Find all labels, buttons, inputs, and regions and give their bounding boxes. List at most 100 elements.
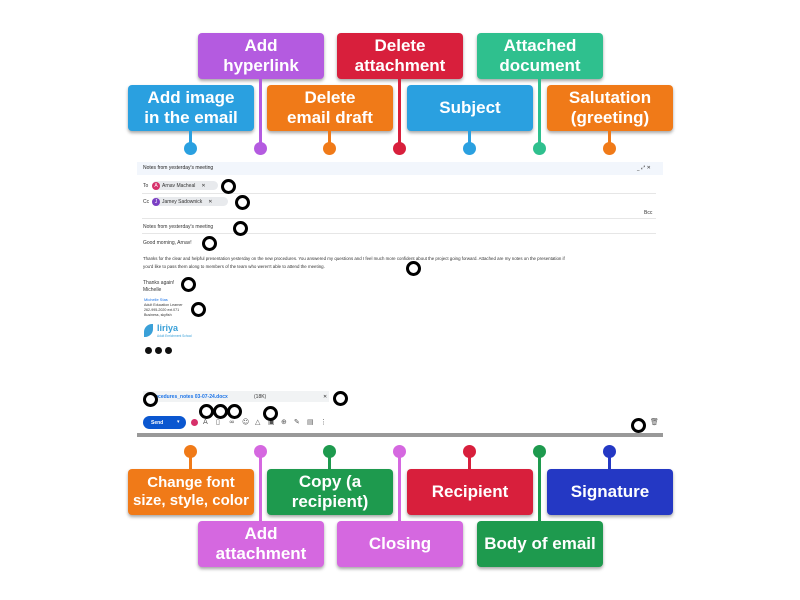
- pin-recipient: [468, 455, 471, 469]
- label-attached-document: Attached document: [477, 33, 603, 79]
- dot-delete-draft[interactable]: [323, 142, 336, 155]
- marker-salutation[interactable]: [202, 236, 217, 251]
- pin-add-hyperlink: [259, 79, 262, 147]
- pin-delete-attachment: [398, 79, 401, 147]
- marker-add-hyperlink[interactable]: [227, 404, 242, 419]
- marker-body[interactable]: [406, 261, 421, 276]
- formatting-options-icon[interactable]: A: [203, 418, 208, 426]
- marker-add-attachment[interactable]: [213, 404, 228, 419]
- label-copy-recipient: Copy (a recipient): [267, 469, 393, 515]
- marker-delete-draft[interactable]: [631, 418, 646, 433]
- dot-attached-document[interactable]: [533, 142, 546, 155]
- to-recipient-name: Arnav Macheal: [162, 182, 196, 189]
- insert-link-icon[interactable]: ∞: [229, 418, 235, 426]
- attachment-size: (18K): [254, 394, 267, 400]
- overflow-menu-icon[interactable]: ⋮: [320, 418, 327, 426]
- dot-copy-recipient[interactable]: [323, 445, 336, 458]
- label-change-font: Change font size, style, color: [128, 469, 254, 515]
- send-options-icon[interactable]: ▾: [177, 419, 180, 425]
- attachment-chip[interactable]: [143, 391, 329, 402]
- label-salutation: Salutation (greeting): [547, 85, 673, 131]
- pin-closing: [398, 455, 401, 521]
- greeting-text[interactable]: Good morning, Arnav!: [143, 240, 192, 246]
- marker-delete-attachment[interactable]: [333, 391, 348, 406]
- label-delete-draft: Delete email draft: [267, 85, 393, 131]
- dot-subject[interactable]: [463, 142, 476, 155]
- attachment-name[interactable]: procedures_notes 03-07-24.docx: [150, 394, 228, 400]
- label-add-attachment: Add attachment: [198, 521, 324, 567]
- twitter-icon[interactable]: [165, 347, 172, 354]
- label-closing: Closing: [337, 521, 463, 567]
- pin-copy-recipient: [328, 455, 331, 469]
- divider: [142, 218, 656, 219]
- logo-text: Iiriya: [157, 323, 179, 333]
- ai-assist-icon[interactable]: [191, 419, 198, 426]
- signature-title: Adult Education Learner: [144, 303, 183, 307]
- dot-closing[interactable]: [393, 445, 406, 458]
- label-recipient: Recipient: [407, 469, 533, 515]
- insert-photo-icon[interactable]: ▣: [268, 418, 275, 426]
- label-signature: Signature: [547, 469, 673, 515]
- pin-salutation: [608, 131, 611, 147]
- delete-attachment-icon[interactable]: ✕: [323, 394, 328, 400]
- dot-recipient[interactable]: [463, 445, 476, 458]
- closing-text[interactable]: Thanks again!: [143, 280, 175, 286]
- confidential-mode-icon[interactable]: ⊕: [281, 418, 287, 426]
- body-line-1[interactable]: Thanks for the clear and helpful present…: [143, 256, 565, 261]
- marker-add-image[interactable]: [263, 406, 278, 421]
- marker-recipient[interactable]: [221, 179, 236, 194]
- pin-body-of-email: [538, 455, 541, 521]
- pin-attached-document: [538, 79, 541, 147]
- insert-signature-icon[interactable]: ✎: [294, 418, 300, 426]
- email-compose-window: [137, 160, 663, 436]
- pin-subject: [468, 131, 471, 147]
- closing-name[interactable]: Michelle: [143, 287, 162, 293]
- bcc-link[interactable]: Bcc: [644, 210, 653, 216]
- window-controls[interactable]: _ ⤢ ✕: [637, 165, 651, 171]
- cc-recipient-chip[interactable]: J Jamey Sadownick ✕: [152, 197, 228, 206]
- avatar: A: [152, 181, 160, 190]
- dot-add-hyperlink[interactable]: [254, 142, 267, 155]
- signature-logo[interactable]: Iiriya Adult Enrichment School: [144, 323, 204, 341]
- dot-add-attachment[interactable]: [254, 445, 267, 458]
- label-body-of-email: Body of email: [477, 521, 603, 567]
- marker-subject[interactable]: [233, 221, 248, 236]
- insert-emoji-icon[interactable]: ☺: [242, 418, 250, 426]
- marker-closing[interactable]: [181, 277, 196, 292]
- logo-tagline: Adult Enrichment School: [157, 334, 192, 338]
- remove-recipient-icon[interactable]: ✕: [208, 198, 213, 205]
- dot-add-image[interactable]: [184, 142, 197, 155]
- instagram-icon[interactable]: [155, 347, 162, 354]
- dot-salutation[interactable]: [603, 142, 616, 155]
- compose-bottom-border: [137, 433, 663, 437]
- marker-change-font[interactable]: [199, 404, 214, 419]
- to-recipient-chip[interactable]: A Arnav Macheal ✕: [152, 181, 218, 190]
- more-options-icon[interactable]: ▤: [307, 418, 314, 426]
- to-label: To: [143, 183, 149, 189]
- remove-recipient-icon[interactable]: ✕: [201, 182, 206, 189]
- marker-copy-recipient[interactable]: [235, 195, 250, 210]
- marker-signature[interactable]: [191, 302, 206, 317]
- dot-change-font[interactable]: [184, 445, 197, 458]
- cc-label: Cc: [143, 199, 150, 205]
- body-line-2[interactable]: you'd like to pass them along to members…: [143, 264, 325, 269]
- attach-files-icon[interactable]: ▯: [216, 418, 220, 426]
- logo-leaf-icon: [144, 324, 153, 337]
- send-button[interactable]: [143, 416, 186, 429]
- compose-title-bar: [137, 162, 663, 175]
- pin-add-attachment: [259, 455, 262, 521]
- pin-add-image: [189, 131, 192, 147]
- cc-recipient-name: Jamey Sadownick: [162, 198, 203, 205]
- drive-icon[interactable]: △: [255, 418, 261, 426]
- delete-draft-icon[interactable]: 🗑: [650, 418, 659, 426]
- dot-signature[interactable]: [603, 445, 616, 458]
- dot-delete-attachment[interactable]: [393, 142, 406, 155]
- subject-field[interactable]: Notes from yesterday's meeting: [143, 224, 214, 230]
- dot-body-of-email[interactable]: [533, 445, 546, 458]
- marker-attached-document[interactable]: [143, 392, 158, 407]
- signature-name: Michelle Stas: [144, 297, 168, 302]
- divider: [142, 233, 656, 234]
- facebook-icon[interactable]: [145, 347, 152, 354]
- signature-email: Business, skyfish: [144, 313, 172, 317]
- signature-phone: 262-995-2020 ext.071: [144, 308, 180, 312]
